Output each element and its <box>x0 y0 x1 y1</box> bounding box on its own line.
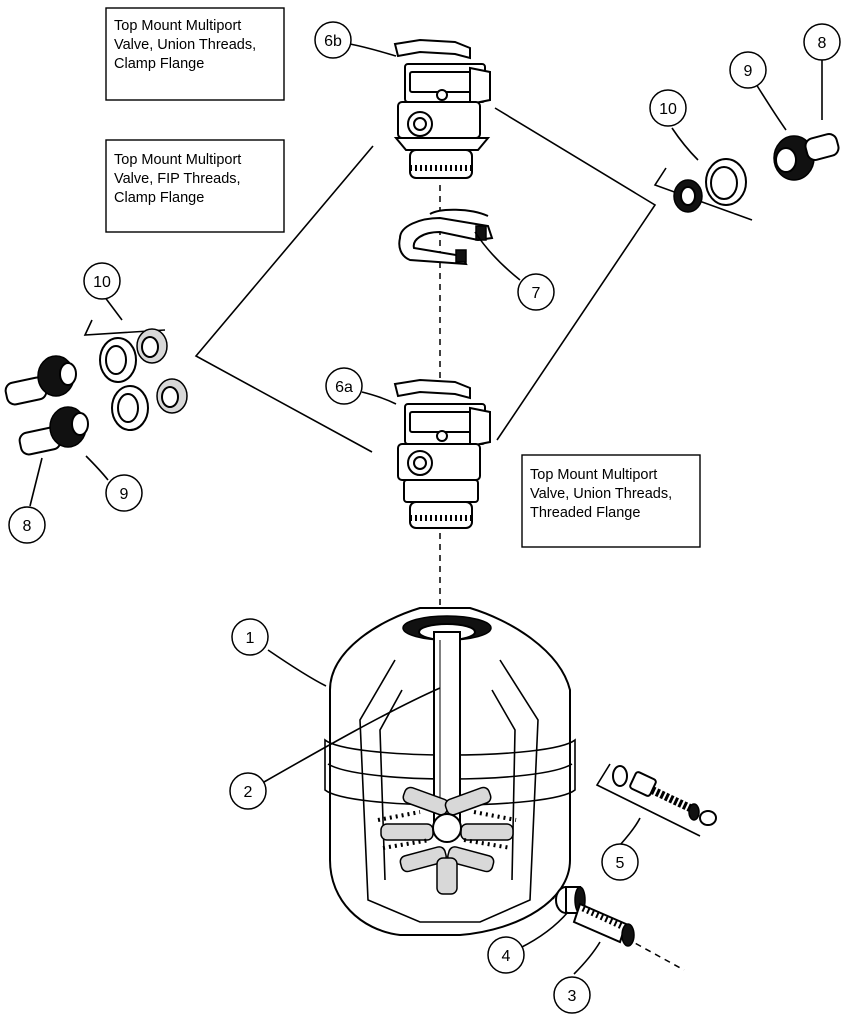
callout-label: 10 <box>93 274 111 291</box>
drain-cap-4-icon <box>555 886 586 914</box>
label-box-union-clamp: Top Mount Multiport Valve, Union Threads… <box>105 7 285 101</box>
callout-10-left: 10 <box>83 262 121 300</box>
box-line: Valve, Union Threads, <box>114 37 256 53</box>
callout-label: 9 <box>744 63 753 80</box>
multiport-valve-6b-icon <box>393 38 491 179</box>
union-fitting-left-10-icon <box>83 319 188 431</box>
union-fitting-right-10-icon <box>653 158 753 221</box>
callout-label: 8 <box>818 35 827 52</box>
callout-label: 7 <box>532 285 541 302</box>
drain-assembly-5-icon <box>595 763 717 837</box>
box-line: Top Mount Multiport <box>114 152 241 168</box>
box-line: Clamp Flange <box>114 190 204 206</box>
callout-8-left: 8 <box>8 506 46 544</box>
standpipe-icon <box>433 631 461 823</box>
box-line: Top Mount Multiport <box>530 467 657 483</box>
callout-label: 8 <box>23 518 32 535</box>
box-line: Top Mount Multiport <box>114 18 241 34</box>
callout-label: 1 <box>246 630 255 647</box>
callout-2: 2 <box>229 772 267 810</box>
callout-9-left: 9 <box>105 474 143 512</box>
callout-8-right: 8 <box>803 23 841 61</box>
box-line: Valve, FIP Threads, <box>114 171 241 187</box>
multiport-valve-6a-icon <box>393 378 491 529</box>
callout-6b: 6b <box>314 21 352 59</box>
label-box-union-threaded: Top Mount Multiport Valve, Union Threads… <box>521 454 701 548</box>
drain-screen-3-icon <box>572 902 635 947</box>
box-line: Valve, Union Threads, <box>530 486 672 502</box>
label-box-fip-clamp: Top Mount Multiport Valve, FIP Threads, … <box>105 139 285 233</box>
box-line: Clamp Flange <box>114 56 204 72</box>
callout-label: 6a <box>335 379 353 396</box>
laterals-icon <box>377 786 517 895</box>
hose-adapter-right-9-8-icon <box>773 133 840 181</box>
callout-label: 9 <box>120 486 129 503</box>
callout-5: 5 <box>601 843 639 881</box>
box-line: Threaded Flange <box>530 505 640 521</box>
callout-label: 5 <box>616 855 625 872</box>
callout-4: 4 <box>487 936 525 974</box>
callout-6a: 6a <box>325 367 363 405</box>
callout-label: 10 <box>659 101 677 118</box>
callout-label: 2 <box>244 784 253 801</box>
clamp-7-icon <box>398 208 494 266</box>
callout-7: 7 <box>517 273 555 311</box>
callout-label: 6b <box>324 33 342 50</box>
callout-label: 4 <box>502 948 511 965</box>
hose-adapter-left-upper-icon <box>4 355 77 406</box>
callout-10-right: 10 <box>649 89 687 127</box>
callout-label: 3 <box>568 988 577 1005</box>
hose-adapter-left-lower-icon <box>18 406 89 456</box>
callout-1: 1 <box>231 618 269 656</box>
callout-3: 3 <box>553 976 591 1014</box>
callout-9-right: 9 <box>729 51 767 89</box>
leader-lines <box>29 43 823 975</box>
